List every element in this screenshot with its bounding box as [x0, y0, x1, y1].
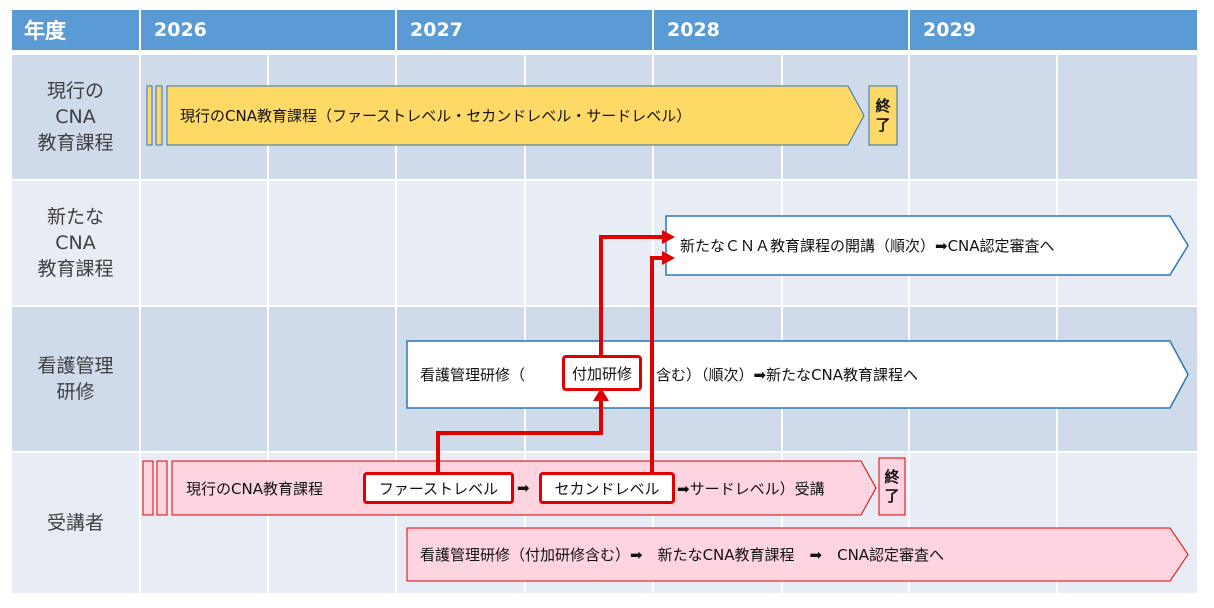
connector-second-to-new: [650, 256, 664, 472]
grid-cell: [141, 181, 267, 305]
header-year-2026: 2026: [141, 10, 395, 50]
current-curriculum-text: 現行のCNA教育課程（ファーストレベル・セカンドレベル・サードレベル）: [180, 107, 692, 125]
row-label-cell: [12, 307, 139, 451]
mgmt-text-suffix: 含む）（順次）➡新たなCNA教育課程へ: [656, 366, 919, 384]
trainee-path-bar: [406, 527, 1189, 582]
trainee-end-box-bg: [878, 457, 906, 516]
connector-arrowhead-2: [662, 230, 675, 244]
year-label: 2029: [923, 19, 976, 41]
row-label-current: 現行の CNA 教育課程: [37, 80, 114, 154]
current-end-label: 終 了: [875, 96, 891, 134]
trainee-stripe-1: [142, 460, 154, 516]
connector-arrowhead-1: [593, 388, 609, 401]
connector-additional-to-new: [599, 235, 664, 355]
trainee-path-text: 看護管理研修（付加研修含む）➡ 新たなCNA教育課程 ➡ CNA認定審査へ: [420, 546, 945, 564]
grid-cell: [910, 55, 1056, 179]
year-label: 2028: [667, 19, 720, 41]
grid-cell: [526, 181, 652, 305]
new-curriculum-text: 新たなＣＮＡ教育課程の開講（順次）➡CNA認定審査へ: [680, 237, 1055, 255]
row-label-mgmt: 看護管理 研修: [37, 355, 114, 403]
header-label: 年度: [24, 19, 66, 43]
new-curriculum-bar: [665, 215, 1189, 276]
header-label-cell: 年度: [12, 10, 139, 50]
header-year-2027: 2027: [397, 10, 652, 50]
grid-cell: [397, 181, 524, 305]
trainee-end-label: 終 了: [884, 467, 900, 505]
connector-arrowhead-3: [662, 251, 675, 265]
header-year-2028: 2028: [654, 10, 908, 50]
grid-cell: [269, 181, 395, 305]
trainee-current-bar: [171, 460, 877, 516]
trainee-first-level-box: ファーストレベル: [363, 472, 514, 504]
trainee-stripe-2: [156, 460, 168, 516]
row-label-cell: [12, 55, 139, 179]
mgmt-text-prefix: 看護管理研修（: [420, 366, 526, 384]
row-label-new: 新たな CNA 教育課程: [37, 206, 114, 280]
grid-cell: [269, 307, 395, 451]
connector-first-to-additional: [436, 398, 603, 472]
row-label-cell: [12, 181, 139, 305]
grid-cell: [1058, 55, 1197, 179]
row-label-cell: [12, 453, 139, 593]
grid-cell: [141, 307, 267, 451]
current-stripe-1: [146, 85, 153, 146]
row-label-trainee: 受講者: [46, 512, 104, 534]
year-label: 2027: [410, 19, 463, 41]
year-label: 2026: [154, 19, 207, 41]
trainee-arrow-1: ➡: [517, 479, 530, 497]
trainee-text-suffix: ➡サードレベル）受講: [677, 479, 825, 498]
header-year-2029: 2029: [910, 10, 1197, 50]
current-end-box-bg: [868, 85, 898, 146]
current-curriculum-bar: [166, 85, 865, 146]
mgmt-additional-training-box: 付加研修: [562, 355, 642, 391]
trainee-second-level-box: セカンドレベル: [539, 472, 675, 504]
trainee-text-prefix: 現行のCNA教育課程: [186, 479, 323, 498]
current-stripe-2: [155, 85, 163, 146]
